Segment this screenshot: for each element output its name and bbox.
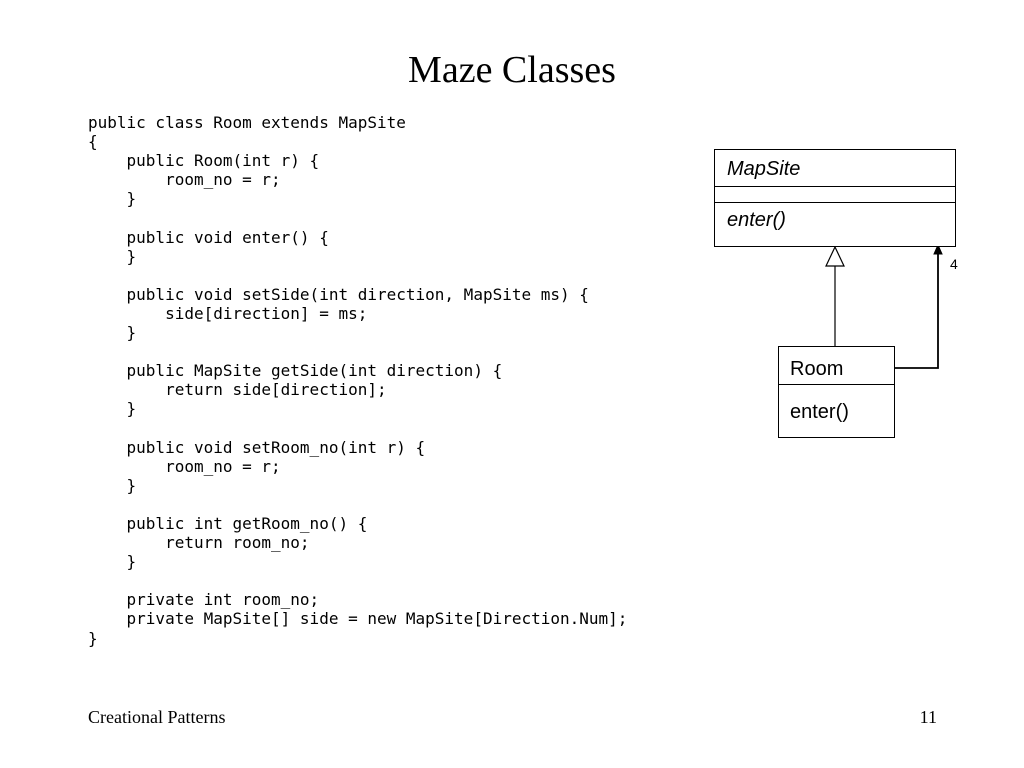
code-line: } — [88, 189, 137, 209]
uml-class-room: Room enter() — [778, 346, 895, 438]
code-line: room_no = r; — [88, 170, 281, 190]
code-line: } — [88, 399, 137, 419]
code-line: public void enter() { — [88, 227, 329, 247]
code-line: private MapSite[] side = new MapSite[Dir… — [88, 609, 628, 629]
association-line — [895, 253, 939, 369]
code-line: public void setSide(int direction, MapSi… — [88, 284, 589, 304]
code-line: } — [88, 323, 137, 343]
page-number: 11 — [919, 707, 937, 727]
code-line: } — [88, 475, 137, 495]
inheritance-arrowhead — [825, 245, 845, 267]
uml-class-name: Room — [779, 347, 894, 385]
uml-class-mapsite: MapSite enter() — [714, 149, 956, 247]
code-line: } — [88, 552, 137, 572]
code-line: { — [88, 132, 98, 152]
code-line: } — [88, 246, 137, 266]
uml-attributes-compartment — [715, 187, 955, 203]
multiplicity-label: 4 — [950, 256, 958, 272]
uml-operation: enter() — [790, 401, 849, 423]
code-line: private int room_no; — [88, 590, 320, 610]
code-line: room_no = r; — [88, 456, 281, 476]
uml-operation: enter() — [727, 209, 786, 231]
code-listing: public class Room extends MapSite{ publi… — [88, 113, 627, 648]
code-line: side[direction] = ms; — [88, 303, 368, 323]
code-line: public int getRoom_no() { — [88, 513, 368, 533]
association-arrowhead — [933, 243, 943, 255]
footer-title: Creational Patterns — [88, 707, 226, 727]
uml-class-name: MapSite — [715, 150, 955, 187]
code-line: public MapSite getSide(int direction) { — [88, 361, 503, 381]
code-line: public class Room extends MapSite — [88, 113, 406, 132]
code-line: return room_no; — [88, 533, 310, 553]
code-line: public void setRoom_no(int r) { — [88, 437, 426, 457]
slide-title: Maze Classes — [408, 49, 616, 91]
code-line: public Room(int r) { — [88, 151, 320, 171]
code-line: } — [88, 628, 98, 648]
code-line: return side[direction]; — [88, 380, 387, 400]
